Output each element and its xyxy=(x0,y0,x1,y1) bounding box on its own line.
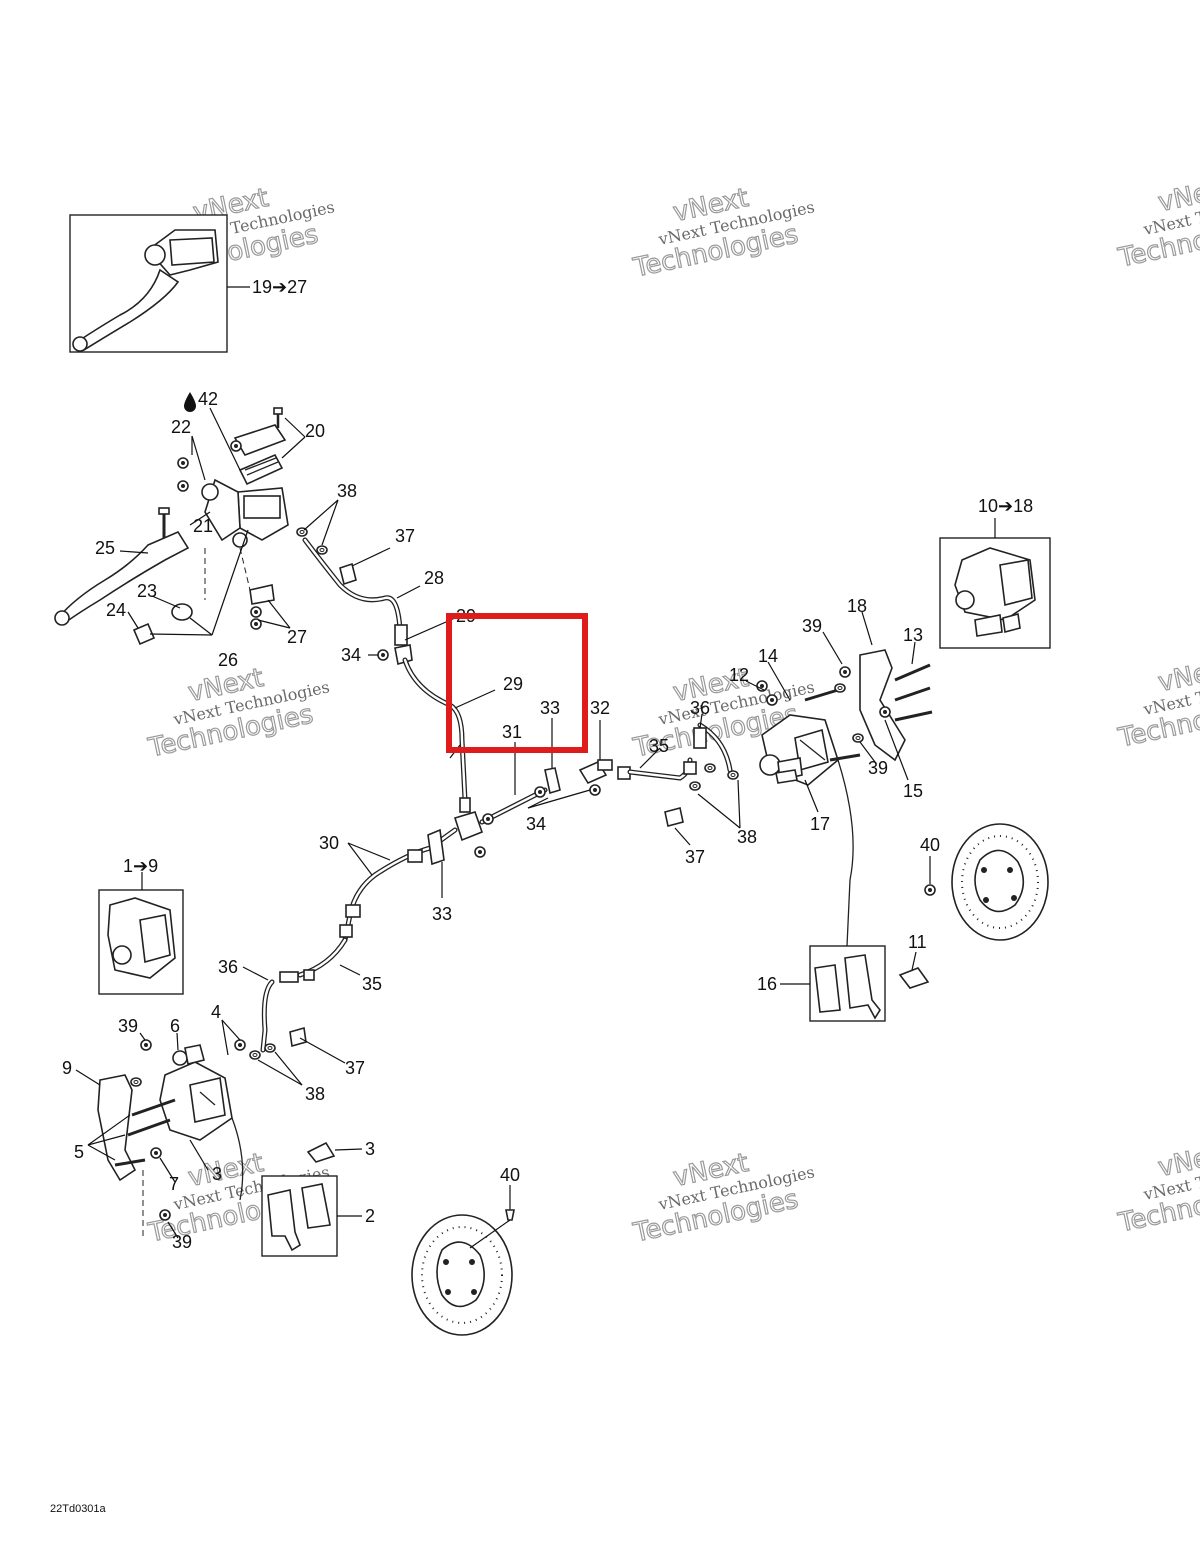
watermark: vNext vNext Technologies Technologies xyxy=(630,182,817,284)
left-hose-group xyxy=(242,827,458,1053)
callout-24: 24 xyxy=(106,600,126,620)
left-caliper-group xyxy=(75,1019,346,1240)
callout-12: 12 xyxy=(729,665,749,685)
callout-36-right: 36 xyxy=(690,698,710,718)
left-brake-disc[interactable] xyxy=(411,1214,513,1336)
callout-7: 7 xyxy=(169,1174,179,1194)
callout-6: 6 xyxy=(170,1016,180,1036)
callout-40-left: 40 xyxy=(500,1165,520,1185)
callout-33-lower: 33 xyxy=(432,904,452,924)
callout-39-right-bottom: 39 xyxy=(868,758,888,778)
banjo-bolt[interactable] xyxy=(339,562,357,586)
callout-20: 20 xyxy=(305,421,325,441)
callout-34: 34 xyxy=(341,645,361,665)
callout-14: 14 xyxy=(758,646,778,666)
callout-29: 29 xyxy=(503,674,523,694)
right-caliper-group xyxy=(745,611,933,947)
caliper-bracket[interactable] xyxy=(859,649,906,762)
watermark: vNext vNext Technologies Technologies xyxy=(630,1147,817,1249)
left-pads-box[interactable] xyxy=(261,1175,362,1257)
callout-35-left: 35 xyxy=(362,974,382,994)
master-cylinder-group xyxy=(54,406,453,708)
callout-35-right: 35 xyxy=(649,736,669,756)
distribution-block-group xyxy=(404,617,631,858)
callout-2: 2 xyxy=(365,1206,375,1226)
pad-clip-right[interactable] xyxy=(898,967,930,989)
left-caliper-box[interactable] xyxy=(98,872,184,995)
bracket[interactable] xyxy=(544,767,561,795)
callout-40-right: 40 xyxy=(920,835,940,855)
pad-clip-left[interactable] xyxy=(306,1141,336,1163)
inset-master-cylinder-assembly[interactable] xyxy=(69,214,250,353)
callout-39-left-bottom: 39 xyxy=(172,1232,192,1252)
watermarks: vNext vNext Technologies Technologies vN… xyxy=(145,172,1200,1249)
highlight-box xyxy=(446,613,588,753)
callout-26: 26 xyxy=(218,650,238,670)
banjo-bolt-right[interactable] xyxy=(664,807,684,827)
callout-42: 42 xyxy=(198,389,218,409)
watermark: vNext vNext Technologies Technologies xyxy=(1115,1137,1200,1239)
right-pads-box[interactable] xyxy=(780,945,886,1022)
inset-right-caliper-assembly[interactable] xyxy=(939,518,1051,649)
left-caliper-bracket[interactable] xyxy=(97,1074,137,1182)
callout-10-18: 10➔18 xyxy=(978,496,1033,516)
callout-11: 11 xyxy=(908,932,927,952)
callout-38-left: 38 xyxy=(305,1084,325,1104)
callout-33: 33 xyxy=(540,698,560,718)
watermark: vNext vNext Technologies Technologies xyxy=(1115,172,1200,274)
callout-25: 25 xyxy=(95,538,115,558)
callout-1-9: 1➔9 xyxy=(123,856,158,876)
o-ring[interactable] xyxy=(171,603,193,621)
callout-19-27: 19➔27 xyxy=(252,277,307,297)
callout-27: 27 xyxy=(287,627,307,647)
callout-17: 17 xyxy=(810,814,830,834)
callout-15: 15 xyxy=(903,781,923,801)
callout-28: 28 xyxy=(424,568,444,588)
callout-32: 32 xyxy=(590,698,610,718)
callout-37: 37 xyxy=(395,526,415,546)
callout-37-right: 37 xyxy=(685,847,705,867)
callout-37-left: 37 xyxy=(345,1058,365,1078)
callout-13: 13 xyxy=(903,625,923,645)
callout-3: 3 xyxy=(365,1139,375,1159)
junction-block[interactable] xyxy=(453,811,484,842)
callout-16: 16 xyxy=(757,974,777,994)
callout-38-right: 38 xyxy=(737,827,757,847)
callout-34-center: 34 xyxy=(526,814,546,834)
callout-22: 22 xyxy=(171,417,191,437)
callout-38: 38 xyxy=(337,481,357,501)
bushing[interactable] xyxy=(132,622,156,646)
watermark: vNext vNext Technologies Technologies xyxy=(1115,652,1200,754)
right-hose-group xyxy=(627,713,741,846)
callout-18: 18 xyxy=(847,596,867,616)
callout-39-left-top: 39 xyxy=(118,1016,138,1036)
drawing-code: 22Td0301a xyxy=(50,1503,107,1515)
callout-4: 4 xyxy=(211,1002,221,1022)
callout-23: 23 xyxy=(137,581,157,601)
drop-icon xyxy=(184,392,196,412)
callout-39-right-top: 39 xyxy=(802,616,822,636)
callout-36-left: 36 xyxy=(218,957,238,977)
callout-9: 9 xyxy=(62,1058,72,1078)
callout-31: 31 xyxy=(502,722,522,742)
callout-30: 30 xyxy=(319,833,339,853)
reservoir-cap[interactable] xyxy=(233,424,287,456)
callout-21: 21 xyxy=(193,516,213,536)
handlebar-clamp[interactable] xyxy=(249,584,275,605)
callout-8: 3 xyxy=(212,1164,222,1184)
right-brake-disc[interactable] xyxy=(951,823,1049,941)
callout-5: 5 xyxy=(74,1142,84,1162)
